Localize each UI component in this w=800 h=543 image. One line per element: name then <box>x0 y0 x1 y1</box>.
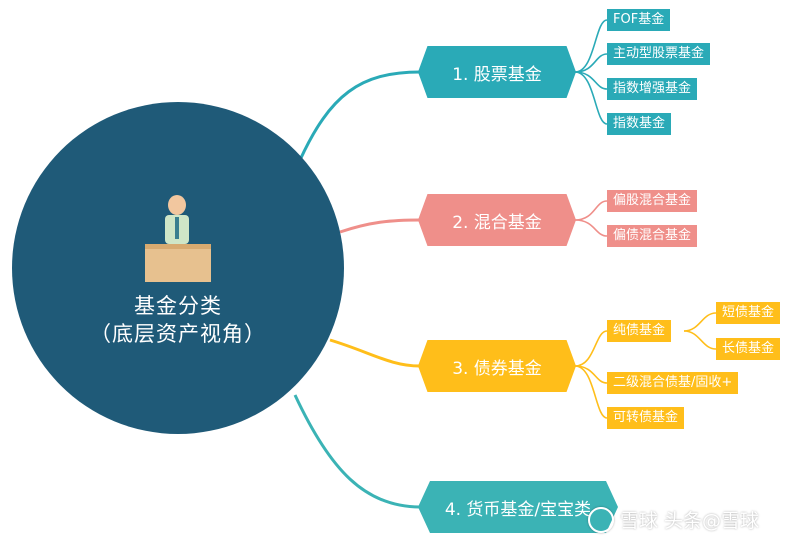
leaf-active-stock-fund[interactable]: 主动型股票基金 <box>607 43 711 65</box>
leaf-enhanced-index-fund[interactable]: 指数增强基金 <box>607 78 698 100</box>
leaf-index-fund[interactable]: 指数基金 <box>607 113 672 135</box>
watermark-text: 雪球 头条@雪球 <box>620 510 760 532</box>
leaf-long-term-bond[interactable]: 长债基金 <box>716 338 781 360</box>
branch-money-fund[interactable]: 4. 货币基金/宝宝类 <box>418 481 618 533</box>
hub-title-line2: （底层资产视角） <box>90 322 266 346</box>
connector-bond <box>329 338 421 368</box>
snowball-logo-icon <box>588 506 614 533</box>
leaf-convertible-bond-fund[interactable]: 可转债基金 <box>607 407 685 429</box>
hub-title-line1: 基金分类 <box>134 294 222 318</box>
leaf-equity-biased-mixed[interactable]: 偏股混合基金 <box>607 190 698 212</box>
branch-bond-fund[interactable]: 3. 债券基金 <box>418 340 576 392</box>
leaf-secondary-bond-fund[interactable]: 二级混合债基/固收+ <box>607 372 739 394</box>
leaf-short-term-bond[interactable]: 短债基金 <box>716 302 781 324</box>
connector-mixed <box>339 218 421 234</box>
hub-circle <box>12 102 344 434</box>
connector-stock <box>298 70 421 161</box>
connector-money <box>293 394 421 509</box>
leaf-bond-biased-mixed[interactable]: 偏债混合基金 <box>607 225 698 247</box>
leaf-fof-fund[interactable]: FOF基金 <box>607 9 671 31</box>
leaf-pure-bond-fund[interactable]: 纯债基金 <box>607 320 672 342</box>
branch-mixed-fund[interactable]: 2. 混合基金 <box>418 194 576 246</box>
watermark: 雪球 头条@雪球 <box>588 506 759 533</box>
branch-stock-fund[interactable]: 1. 股票基金 <box>418 46 576 98</box>
